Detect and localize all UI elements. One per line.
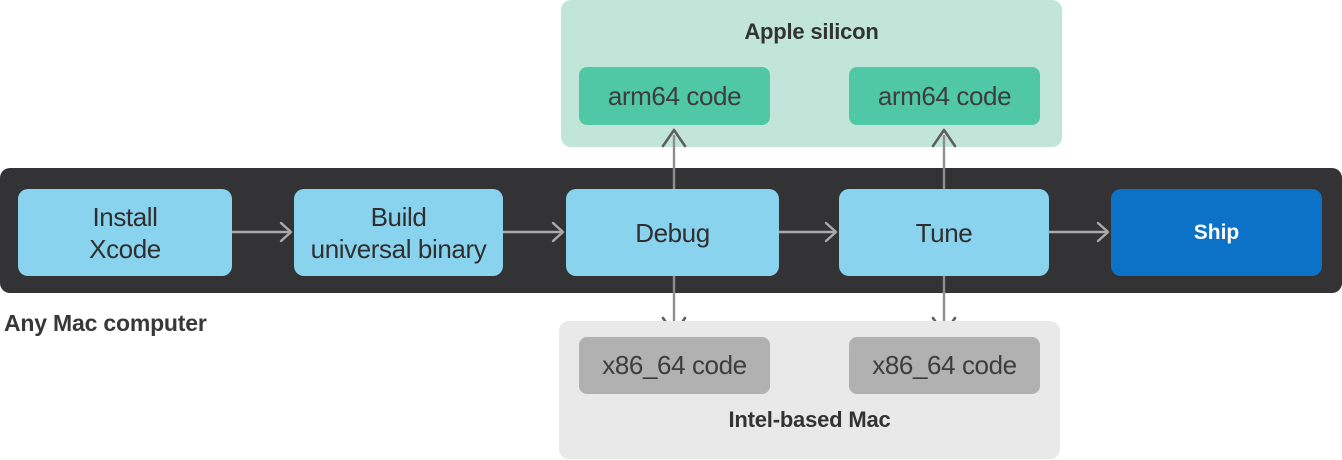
chip-label: arm64 code [877, 80, 1012, 111]
x86-code-chip-debug: x86_64 code [579, 337, 770, 394]
any-mac-computer-label: Any Mac computer [4, 310, 207, 336]
step-tune: Tune [839, 189, 1049, 276]
chip-label: x86_64 code [602, 350, 747, 380]
arrow-up-icon [931, 128, 957, 189]
arrow-right-icon [779, 221, 838, 243]
arrow-right-icon [1049, 221, 1110, 243]
step-ship: Ship [1111, 189, 1322, 276]
step-label-line: universal binary [310, 233, 487, 264]
step-debug: Debug [566, 189, 779, 276]
debug-to-tune-arrow [779, 219, 839, 245]
debug-to-arm64-connector [659, 127, 689, 189]
arrow-right-icon [503, 221, 565, 243]
build-to-debug-arrow [503, 219, 566, 245]
arrow-right-icon [232, 221, 293, 243]
chip-label: x86_64 code [872, 350, 1017, 380]
arrow-up-icon [661, 128, 687, 189]
apple-silicon-group: Apple silicon arm64 code arm64 code [561, 0, 1062, 147]
step-install-xcode: Install Xcode [18, 189, 232, 276]
step-label-line: Debug [635, 217, 710, 248]
intel-mac-group: x86_64 code x86_64 code Intel-based Mac [559, 321, 1060, 459]
step-build-universal-binary: Build universal binary [294, 189, 503, 276]
x86-code-chip-tune: x86_64 code [849, 337, 1040, 394]
intel-mac-label: Intel-based Mac [728, 407, 891, 432]
chip-label: arm64 code [607, 80, 742, 111]
install-to-build-arrow [232, 219, 294, 245]
step-label-line: Build [370, 201, 427, 232]
step-label-line: Ship [1193, 220, 1240, 244]
arm64-code-chip-tune: arm64 code [849, 67, 1040, 125]
step-label-line: Install [92, 201, 158, 232]
arm64-code-chip-debug: arm64 code [579, 67, 770, 125]
apple-silicon-label: Apple silicon [744, 19, 879, 44]
step-label-line: Xcode [89, 233, 161, 264]
tune-to-arm64-connector [929, 127, 959, 189]
tune-to-ship-arrow [1049, 219, 1111, 245]
step-label-line: Tune [915, 217, 973, 248]
